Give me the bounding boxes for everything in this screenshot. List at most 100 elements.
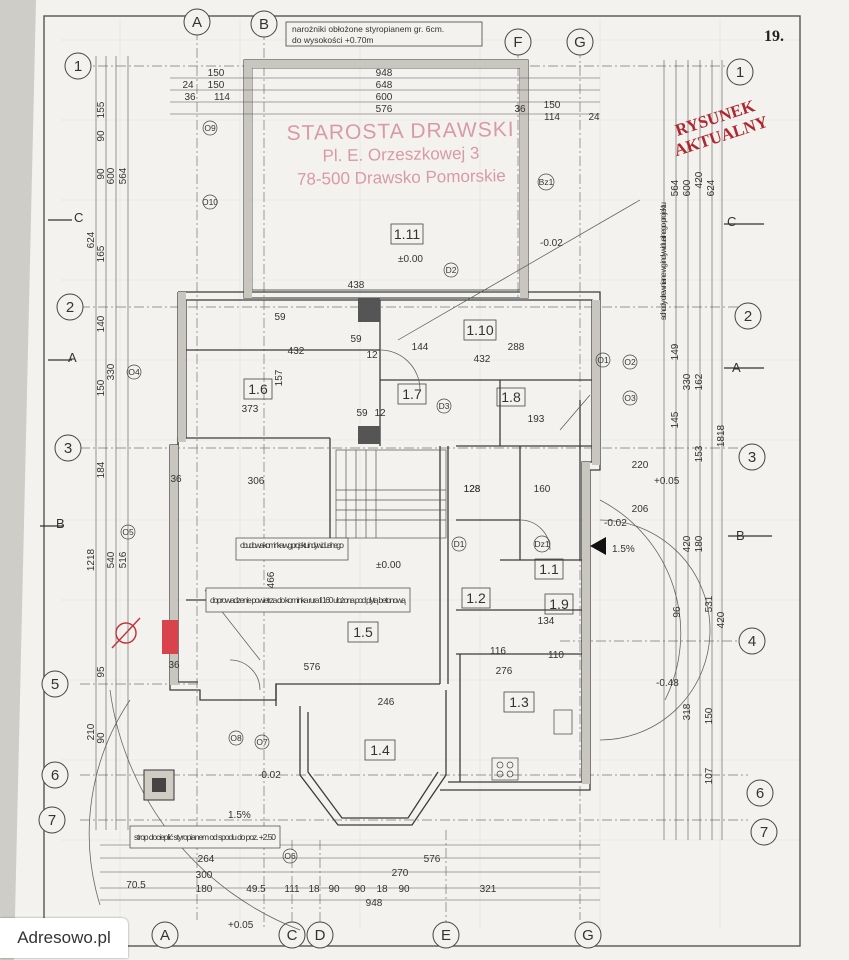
dim-in-14: 116 [490, 646, 506, 657]
dim-right-15: 107 [704, 767, 715, 784]
dim-in-1: 432 [288, 346, 305, 357]
axis-left-5: 5 [51, 676, 59, 693]
dim-left-6: 330 [106, 363, 117, 380]
dim-left-17: 90 [96, 732, 107, 744]
note-stairs: schody drewniane wg indywidualnego proje… [659, 202, 668, 320]
stamp-line1: STAROSTA DRAWSKI [286, 118, 515, 145]
dim-left-5: 140 [96, 315, 107, 332]
dim-left-3: 90 [96, 168, 107, 180]
tag-o4: O4 [128, 367, 140, 377]
dimension-texts-right: 564 600 420 624 1818 330 162 149 145 153… [670, 171, 727, 784]
room-1-2: 1.2 [466, 590, 486, 606]
axis-bubbles [38, 8, 778, 949]
tag-o6: O6 [284, 851, 296, 861]
note-fireplace: obudowa kominka wg projektu indywidualne… [240, 540, 344, 550]
dim-top-3: 600 [376, 92, 393, 103]
tag-d3: D3 [439, 401, 450, 411]
drawing-frame [43, 15, 801, 947]
room-1-3: 1.3 [509, 694, 529, 710]
dim-right-12: 420 [682, 535, 693, 552]
wall-hatching [162, 60, 600, 784]
entrance-marker [590, 537, 606, 555]
dim-right-17: 531 [704, 595, 715, 612]
dim-in-25: 12 [366, 350, 378, 361]
dim-right-9: 145 [670, 411, 681, 428]
room-1-9: 1.9 [549, 596, 569, 612]
dim-top-4: 576 [376, 104, 393, 115]
tag-o1: O1 [597, 355, 609, 365]
dim-bot-11: 18 [308, 884, 320, 895]
stairs [335, 449, 447, 539]
dim-in-21: 59 [350, 334, 362, 345]
axis-bottom-e: E [441, 927, 451, 944]
tag-d1: D1 [454, 539, 465, 549]
tag-o7: O7 [256, 737, 268, 747]
axis-top-f: F [513, 34, 522, 51]
axis-left-2: 2 [66, 299, 74, 316]
axis-bottom-g: G [582, 927, 594, 944]
dim-right-6: 330 [682, 373, 693, 390]
paper-grid [60, 20, 800, 930]
level-3: -0.02 [540, 238, 563, 249]
dim-bot-14: 18 [376, 884, 388, 895]
dim-left-11: 1218 [86, 548, 97, 571]
level-9: 1.5% [612, 544, 635, 555]
dim-in-2: 373 [242, 404, 259, 415]
dim-bot-7: 948 [366, 898, 383, 909]
dim-right-4: 624 [706, 179, 717, 196]
dim-left-1: 155 [96, 101, 107, 118]
dim-top-1: 948 [376, 68, 393, 79]
axis-left-6: 6 [51, 767, 59, 784]
axis-top-a: A [192, 14, 202, 31]
room-1-5: 1.5 [353, 624, 373, 640]
dim-in-9: 144 [412, 342, 429, 353]
dim-left-10: 516 [118, 551, 129, 568]
tag-o8: O8 [230, 733, 242, 743]
dim-bot-1: 264 [198, 854, 215, 865]
dim-bot-3: 300 [196, 870, 213, 881]
room-1-8: 1.8 [501, 389, 521, 405]
section-b-right: B [736, 528, 745, 543]
dim-in-16: 128 [464, 484, 481, 495]
dim-in-26: 12 [374, 408, 386, 419]
axis-bottom-c: C [287, 927, 298, 944]
watermark-text: Adresowo.pl [17, 928, 111, 947]
dim-left-12: 564 [118, 167, 129, 184]
office-stamp: STAROSTA DRAWSKI Pl. E. Orzeszkowej 3 78… [275, 118, 526, 191]
dim-top-5: 150 [208, 68, 225, 79]
level-marks: ±0.00 ±0.00 -0.02 -0.02 -0.02 +0.05 -0.4… [228, 238, 680, 931]
note-ceiling: strop docieplić styropianem od spodu do … [134, 832, 276, 842]
dim-in-6: 306 [248, 476, 265, 487]
axis-right-3: 3 [748, 449, 756, 466]
dim-top-8: 114 [214, 92, 230, 103]
axis-left-1: 1 [74, 58, 82, 75]
opening-tags: O1 O2 O3 O4 O5 O6 O7 O8 O9 O10 D1 D2 D3 … [120, 120, 638, 864]
dim-bot-2: 576 [424, 854, 441, 865]
dim-in-27: 36 [170, 474, 182, 485]
dim-in-19: 206 [632, 504, 649, 515]
section-c-right: C [727, 214, 736, 229]
section-a-right: A [732, 360, 741, 375]
dimension-texts-left: 155 90 90 165 140 330 150 184 540 516 12… [86, 101, 129, 743]
dim-left-8: 184 [96, 461, 107, 478]
dim-right-2: 600 [682, 179, 693, 196]
dim-in-5: 438 [348, 280, 365, 291]
tag-o5: O5 [122, 527, 134, 537]
dim-left-14: 624 [86, 231, 97, 248]
dim-right-14: 150 [704, 707, 715, 724]
dim-right-5: 1818 [716, 424, 727, 447]
level-6: +0.05 [654, 476, 680, 487]
dim-top-11: 150 [208, 80, 225, 91]
dim-left-16: 210 [86, 723, 97, 740]
section-markers [40, 219, 772, 537]
dim-in-20: 59 [274, 312, 286, 323]
axis-right-4: 4 [748, 633, 756, 650]
tag-bz1: Bz1 [539, 177, 554, 187]
dim-right-7: 162 [694, 373, 705, 390]
dim-in-4: 288 [508, 342, 525, 353]
dimension-texts: 948 648 600 576 150 150 36 114 36 114 15… [126, 68, 600, 909]
room-1-7: 1.7 [402, 386, 422, 402]
dim-in-13: 134 [538, 616, 555, 627]
watermark-badge: Adresowo.pl [0, 918, 128, 958]
axis-top-b: B [259, 16, 269, 33]
